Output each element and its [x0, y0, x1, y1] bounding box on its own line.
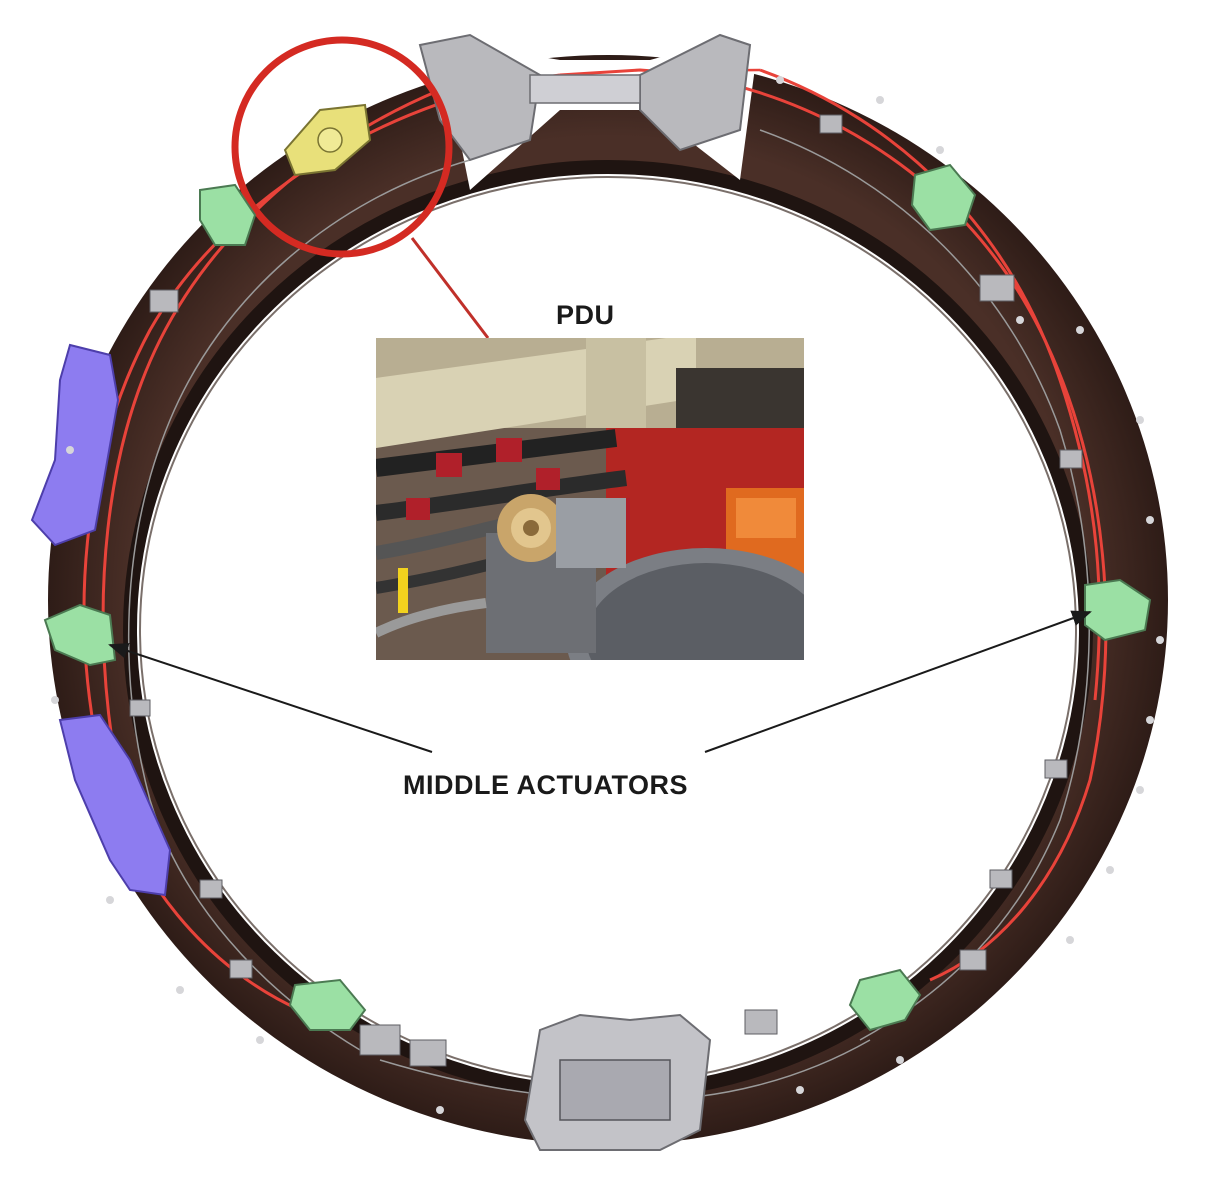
- pdu-label: PDU: [556, 300, 615, 330]
- ring-bolts: [51, 76, 1164, 1114]
- pdu-unit-icon: [283, 103, 372, 177]
- arrow-to-right-actuator: [704, 610, 1092, 753]
- pdu-photo-illustration: [376, 338, 804, 660]
- ring-fittings: [129, 114, 1083, 1067]
- pdu-callout-leader: [410, 237, 490, 339]
- lock-actuator-icon: [58, 713, 172, 897]
- arrow-to-left-actuator: [108, 643, 433, 753]
- actuator-upper-right-icon: [910, 163, 977, 232]
- bracket-icon: [639, 33, 752, 152]
- actuator-upper-left-icon: [199, 183, 257, 246]
- actuator-lower-left-icon: [288, 978, 367, 1031]
- middle-actuators-label: MIDDLE ACTUATORS: [403, 770, 688, 800]
- pdu-photo: [376, 338, 804, 660]
- pdu-callout-circle: [231, 36, 453, 258]
- lock-actuator-icon: [30, 343, 120, 547]
- bottom-split-bracket: [523, 1013, 712, 1151]
- actuator-lower-right-icon: [848, 968, 922, 1032]
- middle-actuator-icon: [43, 603, 117, 667]
